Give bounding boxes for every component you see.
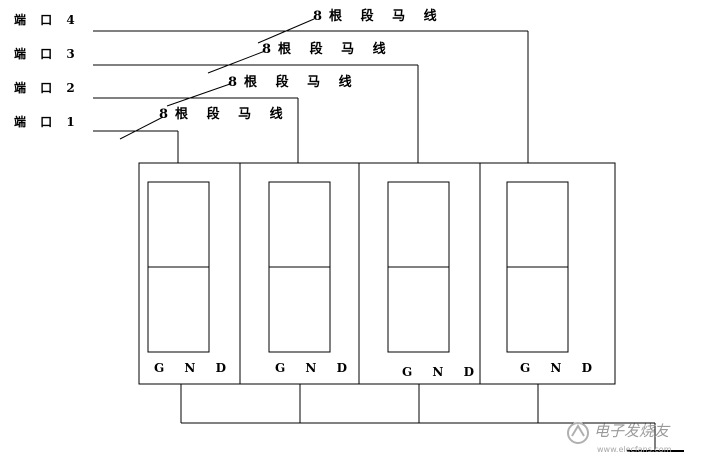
gnd-label-1: G N D [154, 361, 234, 375]
watermark-url: www.elecfans.com [597, 445, 672, 454]
bus-label-1: 8根 段 马 线 [159, 107, 290, 122]
watermark-logo [567, 422, 589, 444]
digit-module-4 [479, 162, 616, 385]
port-1-label: 端 口 1 [14, 115, 80, 129]
port-2-label: 端 口 2 [14, 81, 80, 95]
digit-module-3 [358, 162, 481, 385]
bus-slash-1 [119, 116, 164, 140]
bus-label-4: 8根 段 马 线 [313, 9, 444, 24]
gnd-label-3: G N D [402, 365, 482, 379]
digit-module-1 [138, 162, 241, 385]
bus-label-3: 8根 段 马 线 [262, 42, 393, 57]
gnd-label-2: G N D [275, 361, 355, 375]
port-3-label: 端 口 3 [14, 47, 80, 61]
bus-slash-3 [207, 50, 266, 74]
gnd-label-4: G N D [520, 361, 600, 375]
bus-slash-4 [257, 18, 315, 44]
bus-slash-2 [166, 83, 231, 107]
bus-label-2: 8根 段 马 线 [228, 75, 359, 90]
port-4-label: 端 口 4 [14, 13, 80, 27]
digit-module-2 [239, 162, 360, 385]
watermark-text: 电子发烧友 [594, 422, 670, 440]
